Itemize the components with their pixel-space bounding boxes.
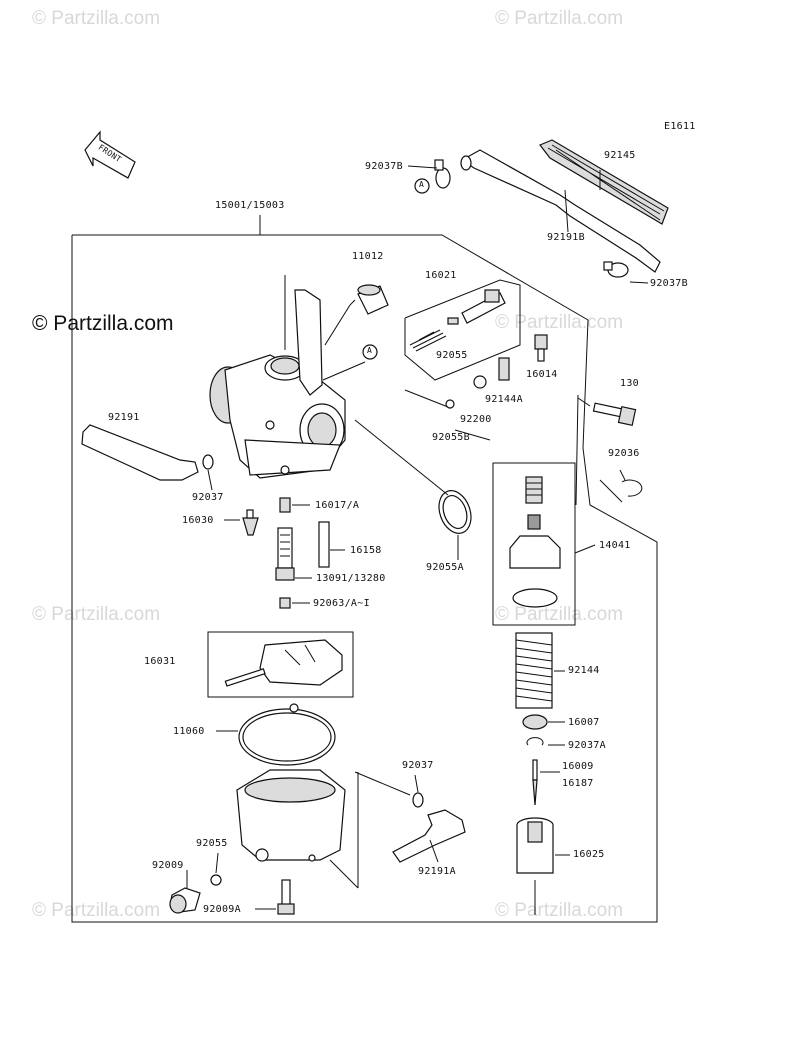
jet-16017	[279, 497, 291, 513]
part-label-92200: 92200	[460, 414, 492, 425]
part-label-14041: 14041	[599, 540, 631, 551]
ref-mark-label: A	[367, 346, 373, 355]
washer-92200	[473, 375, 487, 389]
seat-16007	[522, 714, 548, 730]
hose-92145	[539, 139, 669, 225]
watermark: © Partzilla.com	[32, 900, 161, 921]
needle-16009	[532, 759, 538, 806]
part-label-16009: 16009	[562, 761, 594, 772]
part-label-130: 130	[620, 378, 639, 389]
part-label-16007: 16007	[568, 717, 600, 728]
part-label-92144: 92144	[568, 665, 600, 676]
part-label-92191: 92191	[108, 412, 140, 423]
float-bowl	[236, 769, 346, 862]
watermark: © Partzilla.com	[495, 8, 624, 29]
clamp-92037-icon	[202, 454, 214, 470]
spring-92144A-icon	[498, 357, 510, 381]
part-label-16187: 16187	[562, 778, 594, 789]
part-label-11012: 11012	[352, 251, 384, 262]
float-16031	[224, 639, 343, 687]
watermark: © Partzilla.com	[32, 604, 161, 625]
part-label-15001: 15001/15003	[215, 200, 285, 211]
group-outline-14041	[492, 462, 576, 626]
cap-11012	[357, 284, 389, 315]
group-outline-16021	[404, 279, 521, 381]
part-label-92037-lower: 92037	[402, 760, 434, 771]
ref-mark-label: A	[419, 180, 425, 189]
part-label-92009: 92009	[152, 860, 184, 871]
gasket-11060	[238, 703, 336, 766]
clamp-92037B-bottom-icon	[603, 261, 629, 278]
watermark: © Partzilla.com	[495, 312, 624, 333]
hose-92191	[81, 424, 199, 481]
part-label-13091: 13091/13280	[316, 573, 386, 584]
clip-92037A	[526, 737, 544, 746]
part-label-92037: 92037	[192, 492, 224, 503]
carburetor-body	[209, 289, 346, 479]
pilot-jet-13091	[275, 527, 295, 581]
watermark: © Partzilla.com	[32, 8, 161, 29]
hose-92191A	[392, 809, 466, 863]
clamp-92037-lower-icon	[412, 792, 424, 808]
screw-92009	[169, 887, 201, 914]
part-label-92037B: 92037B	[365, 161, 403, 172]
part-label-92055: 92055	[436, 350, 468, 361]
part-label-92055B: 92055B	[432, 432, 470, 443]
part-label-92037A: 92037A	[568, 740, 606, 751]
part-label-92009A: 92009A	[203, 904, 241, 915]
part-label-16158: 16158	[350, 545, 382, 556]
front-arrow-icon	[84, 130, 136, 179]
spring-16021-icon	[409, 317, 459, 352]
part-label-92055A: 92055A	[426, 562, 464, 573]
part-label-16017: 16017/A	[315, 500, 360, 511]
part-label-92037B-lower: 92037B	[650, 278, 688, 289]
clip-92036	[621, 479, 643, 497]
hose-92191B	[460, 149, 661, 273]
float-valve-16030	[242, 509, 259, 536]
ref-mark-a	[362, 344, 378, 360]
part-label-92036: 92036	[608, 448, 640, 459]
part-label-16025: 16025	[573, 849, 605, 860]
diagram-code: E1611	[664, 121, 696, 132]
part-label-92063: 92063/A~I	[313, 598, 370, 609]
part-label-92145: 92145	[604, 150, 636, 161]
watermark: © Partzilla.com	[495, 900, 624, 921]
part-label-16021: 16021	[425, 270, 457, 281]
leader-line	[322, 361, 366, 381]
adjust-screw-16021	[461, 289, 506, 324]
main-jet-92063	[279, 597, 291, 609]
throttle-spring-92144-icon	[515, 632, 553, 709]
part-label-92055-lower: 92055	[196, 838, 228, 849]
adjuster-14041	[509, 476, 561, 608]
brand-watermark: © Partzilla.com	[32, 312, 174, 335]
watermark: © Partzilla.com	[495, 604, 624, 625]
oring-92055-lower	[210, 874, 222, 886]
needle-jet-16158	[318, 521, 330, 568]
bolt-130	[592, 402, 637, 426]
part-label-92144A: 92144A	[485, 394, 523, 405]
group-outline-16031	[207, 631, 354, 698]
part-label-11060: 11060	[173, 726, 205, 737]
bolt-92009A	[277, 879, 295, 915]
clamp-92037B-top-icon	[434, 159, 451, 189]
oring-92055B	[445, 399, 455, 409]
slide-16025	[516, 817, 554, 874]
ref-mark-a-top	[414, 178, 430, 194]
screw-16014	[534, 334, 548, 362]
part-label-16030: 16030	[182, 515, 214, 526]
part-label-92191B: 92191B	[547, 232, 585, 243]
part-label-16014: 16014	[526, 369, 558, 380]
part-label-92191A: 92191A	[418, 866, 456, 877]
assembly-outline	[71, 234, 658, 923]
part-label-16031: 16031	[144, 656, 176, 667]
